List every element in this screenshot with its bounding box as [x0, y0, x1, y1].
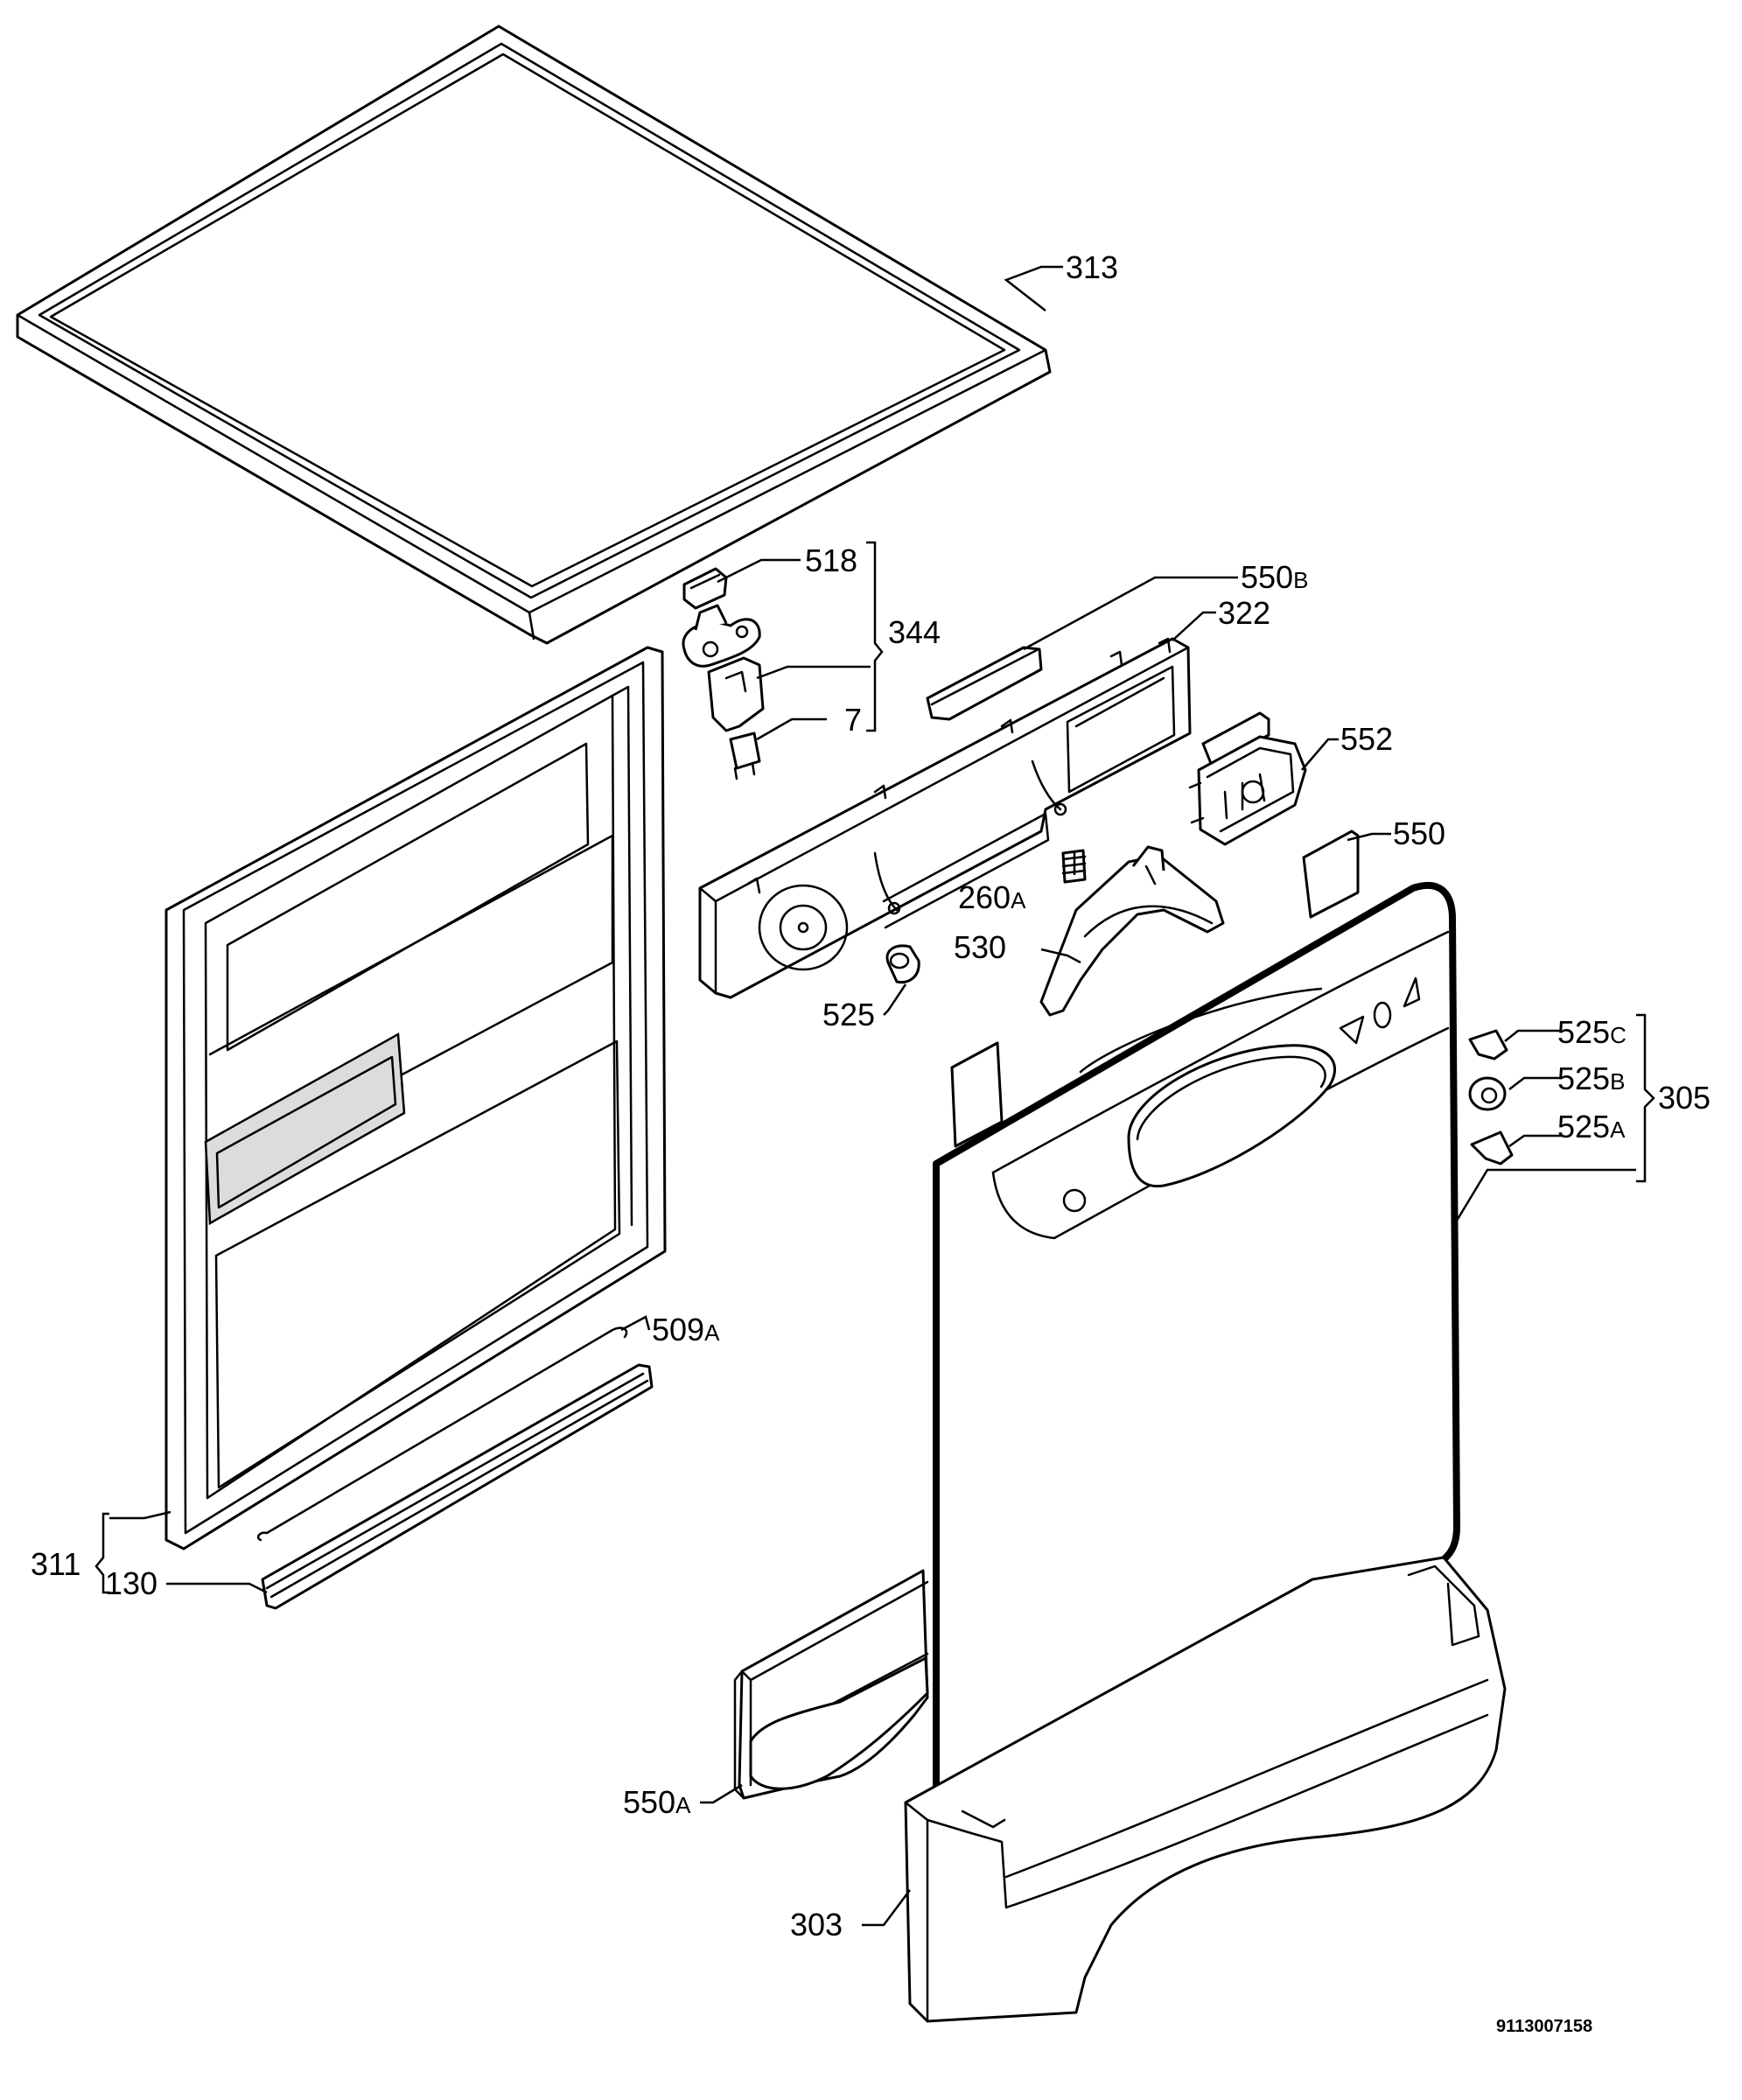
- part-7-switch[interactable]: [729, 732, 761, 780]
- callout-530: 530: [954, 929, 1006, 965]
- part-530-handle[interactable]: [1039, 845, 1225, 1017]
- callout-labels: 313 518 344 7 550B 322 552 550 260A 530 …: [31, 249, 1711, 1942]
- callout-552: 552: [1340, 721, 1393, 757]
- part-550a-kickplate[interactable]: [733, 1569, 929, 1800]
- part-322-control-frame[interactable]: [698, 637, 1192, 999]
- callout-550a: 550A: [623, 1784, 691, 1820]
- callout-509a: 509A: [652, 1312, 720, 1348]
- part-lock-body[interactable]: [682, 604, 765, 732]
- callout-525: 525: [822, 997, 875, 1032]
- callout-322: 322: [1218, 595, 1270, 631]
- callout-130: 130: [105, 1565, 157, 1601]
- callout-311: 311: [31, 1546, 80, 1582]
- part-311-inner-door[interactable]: [164, 646, 667, 1550]
- part-550b-trim[interactable]: [926, 646, 1043, 721]
- callout-518: 518: [805, 542, 857, 578]
- callout-313: 313: [1066, 249, 1118, 285]
- part-525-knob[interactable]: [885, 944, 920, 984]
- callout-525c: 525C: [1557, 1014, 1627, 1050]
- document-number: 9113007158: [1496, 2017, 1592, 2036]
- callout-550b: 550B: [1241, 559, 1308, 595]
- brace-311: [94, 1512, 109, 1594]
- callout-260a: 260A: [958, 879, 1026, 915]
- part-130-gasket[interactable]: [261, 1363, 654, 1610]
- callout-550: 550: [1393, 816, 1445, 851]
- part-525b-button[interactable]: [1468, 1076, 1507, 1111]
- brace-344: [866, 541, 884, 732]
- part-313-worktop[interactable]: [16, 24, 1052, 645]
- callout-525a: 525A: [1557, 1109, 1626, 1144]
- callout-7: 7: [844, 702, 862, 738]
- leader-lines: [109, 265, 1636, 1927]
- brace-305: [1636, 1013, 1655, 1183]
- braces: [94, 541, 1655, 1594]
- part-552-module[interactable]: [1188, 711, 1307, 846]
- part-525c-button[interactable]: [1468, 1029, 1508, 1060]
- part-518-clip[interactable]: [682, 567, 728, 610]
- callout-303: 303: [790, 1907, 843, 1942]
- part-525a-button[interactable]: [1470, 1130, 1514, 1166]
- callout-525b: 525B: [1557, 1060, 1625, 1096]
- callout-305: 305: [1658, 1080, 1711, 1116]
- part-303-plinth[interactable]: [904, 1556, 1507, 2023]
- callout-344: 344: [888, 614, 941, 650]
